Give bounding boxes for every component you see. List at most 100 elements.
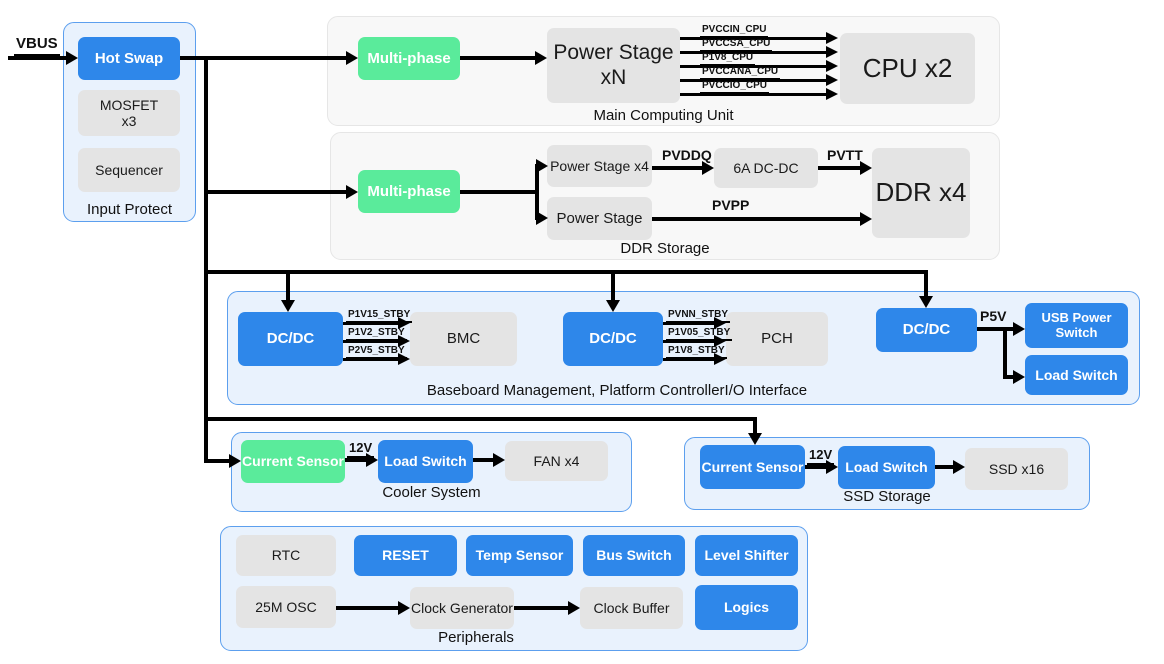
block-current-sensor-ssd: Current Sensor	[700, 445, 805, 489]
block-clock-generator: Clock Generator	[410, 587, 514, 629]
block-cpu-x2: CPU x2	[840, 33, 975, 104]
block-fan-x4: FAN x4	[505, 441, 608, 481]
arrowhead-p2v5-stby	[398, 353, 410, 365]
block-sequencer: Sequencer	[78, 148, 180, 192]
wire-p5v	[977, 327, 1007, 331]
block-load-switch-ssd: Load Switch	[838, 446, 935, 489]
block-load-switch-cooler: Load Switch	[378, 440, 473, 483]
wire-pvpp	[652, 217, 860, 221]
arrowhead-load-switch-cooler	[366, 453, 378, 467]
wire-p1v15-stby	[343, 322, 399, 325]
arrowhead-pvnn-stby	[714, 317, 726, 329]
wire-drop-dcdc-usb	[924, 270, 928, 296]
arrowhead-load-switch-usb	[1013, 370, 1025, 384]
group-label-main-computing: Main Computing Unit	[593, 107, 734, 124]
net-label-12v-ssd: 12V	[807, 447, 835, 466]
arrowhead-dcdc-bmc	[281, 300, 295, 312]
wire-p2v5-stby	[343, 358, 399, 361]
net-label-pvtt: PVTT	[827, 147, 863, 163]
wire-p1v8-stby	[663, 358, 714, 361]
block-reset: RESET	[354, 535, 457, 576]
group-label-input-protect: Input Protect	[86, 201, 173, 218]
wire-drop-dcdc-pch	[611, 270, 615, 300]
arrowhead-ssd-x16	[953, 460, 965, 474]
wire-drop-dcdc-bmc	[286, 270, 290, 300]
block-clock-buffer: Clock Buffer	[580, 587, 683, 629]
block-bmc: BMC	[410, 312, 517, 366]
wire-multiphase-ddr-out	[460, 190, 538, 194]
wire-12v-ssd	[805, 465, 826, 469]
arrowhead-power-stage	[536, 211, 548, 225]
arrowhead-clock-buffer	[568, 601, 580, 615]
block-ddr-x4: DDR x4	[872, 148, 970, 238]
net-label-12v-cooler: 12V	[347, 440, 375, 459]
wire-12v-cooler	[345, 458, 368, 462]
wire-pvnn-stby	[663, 322, 714, 325]
block-usb-power-switch: USB Power Switch	[1025, 303, 1128, 348]
arrowhead-pvtt	[860, 161, 872, 175]
arrowhead-p1v2-stby	[398, 335, 410, 347]
wire-pvccsa-cpu	[680, 51, 826, 54]
wire-power-trunk	[204, 56, 208, 463]
arrowhead-dcdc-pch	[606, 300, 620, 312]
block-pch: PCH	[726, 312, 828, 366]
arrowhead-pvccsa-cpu	[826, 46, 838, 58]
wire-hotswap-to-multiphase-cpu	[180, 56, 346, 60]
arrowhead-clock-generator	[398, 601, 410, 615]
arrowhead-powerstage-xn	[535, 51, 547, 65]
arrowhead-multiphase-ddr	[346, 185, 358, 199]
arrowhead-pvpp	[860, 212, 872, 226]
block-mosfet-x3: MOSFET x3	[78, 90, 180, 136]
arrowhead-load-switch-ssd	[826, 460, 838, 474]
wire-osc-to-clockgen	[336, 606, 398, 610]
wire-trunk-to-baseboard	[204, 270, 928, 274]
wire-trunk-to-cooler	[204, 459, 229, 463]
block-level-shifter: Level Shifter	[695, 535, 798, 576]
wire-pvccana-cpu	[680, 79, 826, 82]
block-bus-switch: Bus Switch	[583, 535, 685, 576]
net-label-pvccana-cpu: PVCCANA_CPU	[700, 66, 781, 80]
arrowhead-pvccana-cpu	[826, 74, 838, 86]
net-label-pvddq: PVDDQ	[662, 147, 712, 163]
arrowhead-current-sensor-cooler	[229, 454, 241, 468]
net-label-pvccsa-cpu: PVCCSA_CPU	[700, 38, 773, 52]
net-label-pvccin-cpu: PVCCIN_CPU	[700, 24, 769, 38]
wire-drop-ssd	[753, 417, 757, 433]
wire-p1v2-stby	[343, 340, 399, 343]
block-6a-dcdc: 6A DC-DC	[714, 148, 818, 188]
arrowhead-vbus	[66, 51, 78, 65]
wire-p5v-split	[1003, 327, 1007, 379]
group-label-peripherals: Peripherals	[438, 629, 514, 646]
net-label-vbus: VBUS	[14, 35, 60, 56]
arrowhead-multiphase-cpu	[346, 51, 358, 65]
net-label-pvpp: PVPP	[712, 197, 750, 213]
arrowhead-pvddq	[702, 161, 714, 175]
wire-multiphase-to-powerstage	[460, 56, 535, 60]
arrowhead-current-sensor-ssd	[748, 433, 762, 445]
group-label-baseboard: Baseboard Management, Platform Controlle…	[426, 382, 808, 399]
block-rtc: RTC	[236, 535, 336, 576]
block-dcdc-pch: DC/DC	[563, 312, 663, 366]
block-power-stage-xn: Power Stage xN	[547, 28, 680, 103]
block-dcdc-bmc: DC/DC	[238, 312, 343, 366]
net-label-p5v: P5V	[980, 308, 1007, 324]
block-temp-sensor: Temp Sensor	[466, 535, 573, 576]
block-dcdc-usb: DC/DC	[876, 308, 977, 352]
block-power-stage: Power Stage	[547, 197, 652, 240]
wire-pvccin-cpu	[680, 37, 826, 40]
arrowhead-p1v8-stby	[714, 353, 726, 365]
wire-pvddq	[652, 166, 702, 170]
block-multi-phase-cpu: Multi-phase	[358, 37, 460, 80]
wire-p5v-loadswitch	[1005, 375, 1013, 379]
wire-loadswitch-to-fan	[473, 458, 493, 462]
arrowhead-p1v8-cpu	[826, 60, 838, 72]
wire-p1v05-stby	[663, 340, 714, 343]
wire-trunk-to-ssd	[204, 417, 757, 421]
wire-vbus	[8, 56, 66, 60]
wire-p5v-usb	[1005, 327, 1013, 331]
wire-pvtt	[818, 166, 860, 170]
block-ssd-x16: SSD x16	[965, 448, 1068, 490]
block-current-sensor-cooler: Current Sensor	[241, 440, 345, 483]
arrowhead-fan	[493, 453, 505, 467]
wire-clockgen-to-clockbuffer	[514, 606, 568, 610]
